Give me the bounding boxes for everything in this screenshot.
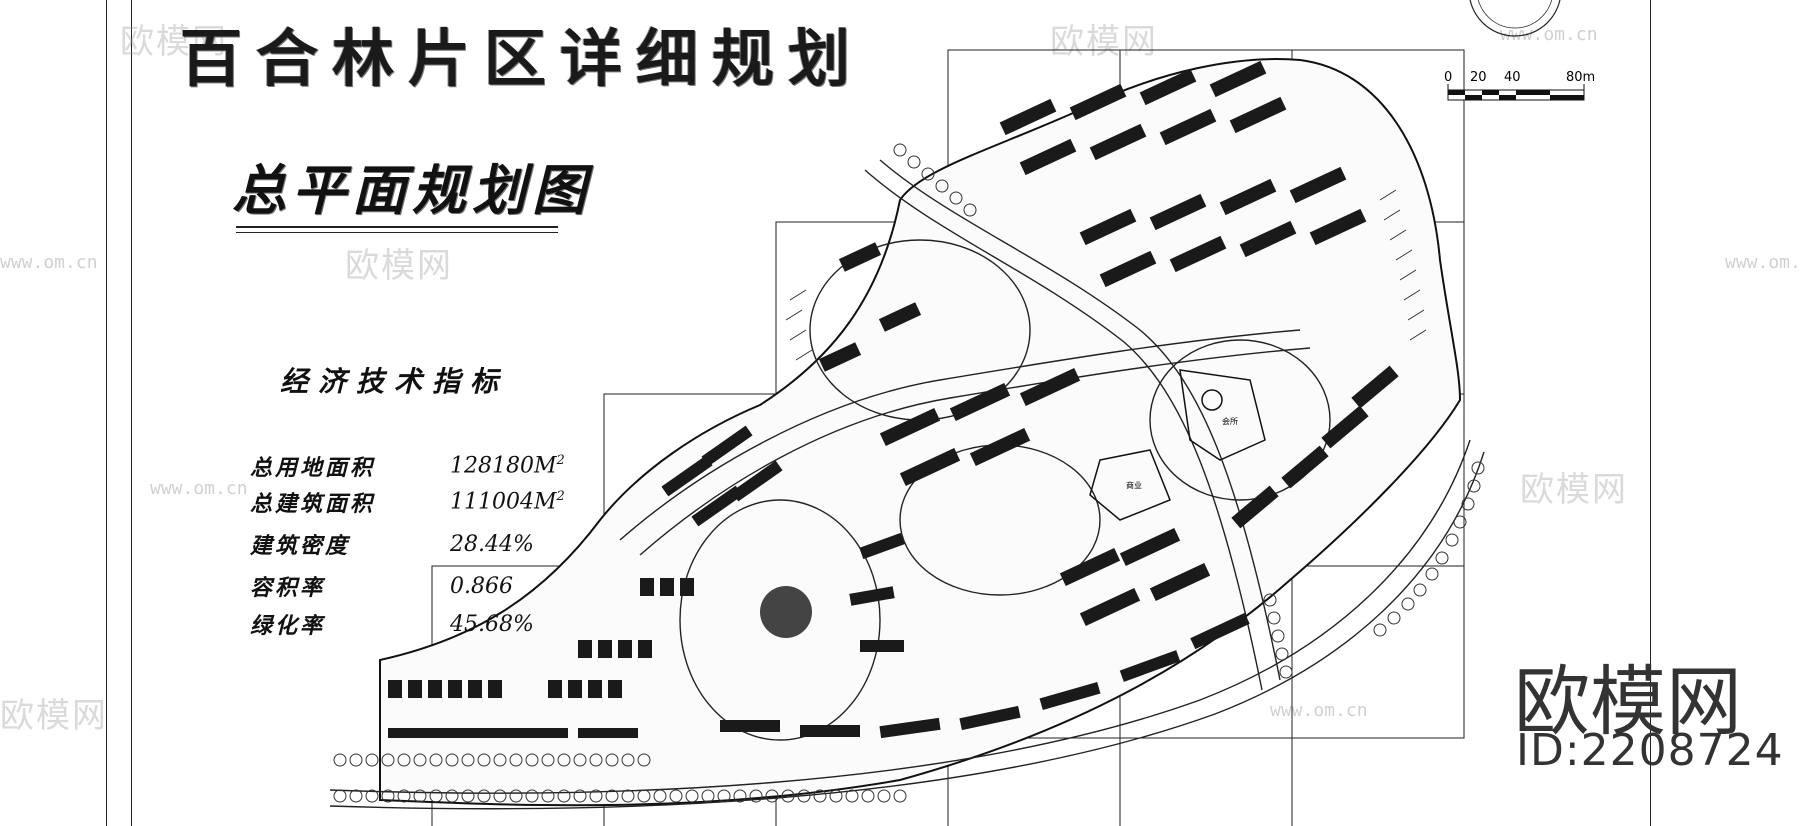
watermark-url: www.om.cn (1500, 24, 1598, 45)
drawing-subtitle: 总平面规划图 (232, 158, 592, 222)
townhouse-cluster (388, 578, 694, 738)
subtitle-underline (236, 232, 558, 233)
watermark-text: 欧模网 (120, 22, 228, 62)
scale-tick-label: 0 (1444, 70, 1452, 85)
scale-bar: 0 20 40 80m (1444, 70, 1595, 101)
frame-line-left-inner (131, 0, 132, 826)
watermark-text: 欧模网 (1520, 470, 1628, 510)
indicator-row: 总用地面积 128180M2 (250, 448, 565, 484)
watermark-text: 欧模网 (1050, 22, 1158, 62)
scale-tick-label: 80m (1566, 70, 1595, 85)
watermark-url: www.om.cn (1725, 252, 1800, 273)
indicator-row: 总建筑面积 111004M2 (250, 484, 565, 520)
indicator-value: 111004M2 (450, 489, 565, 515)
watermark-text: 欧模网 (0, 696, 108, 736)
subtitle-underline (236, 226, 558, 228)
building-blocks (661, 60, 1399, 739)
frame-line-left (106, 0, 107, 826)
site-boundary (379, 58, 1462, 807)
indicator-label: 绿化率 (250, 613, 326, 639)
indicators-heading: 经济技术指标 (280, 365, 509, 398)
watermark-url: www.om.cn (150, 478, 248, 499)
page-title: 百合林片区详细规划 (180, 22, 865, 95)
model-id: ID:2208724 (1516, 725, 1784, 776)
brand-logo-text: 欧模网 (1514, 657, 1742, 746)
indicator-row: 建筑密度 28.44% (250, 526, 534, 562)
tree-row (333, 143, 1485, 803)
north-arrow-icon (1469, 0, 1561, 37)
central-plaza (760, 586, 812, 638)
indicator-value: 45.68% (450, 611, 534, 637)
indicator-label: 总用地面积 (250, 455, 376, 481)
indicator-row: 容积率 0.866 (250, 568, 513, 604)
vegetation-hatching (785, 189, 1427, 361)
frame-line-right (1650, 0, 1651, 826)
plan-label-commercial: 商业 (1126, 480, 1142, 490)
indicator-label: 建筑密度 (250, 533, 351, 559)
indicator-value: 0.866 (450, 573, 513, 599)
road-network (329, 159, 1485, 810)
indicator-label: 总建筑面积 (250, 491, 376, 517)
watermark-url: www.om.cn (1270, 700, 1368, 721)
scale-tick-label: 40 (1504, 70, 1521, 85)
watermark-text: 欧模网 (345, 246, 453, 286)
indicator-value: 128180M2 (450, 453, 565, 479)
scale-tick-label: 20 (1470, 70, 1487, 85)
plan-label-clubhouse: 会所 (1222, 416, 1238, 426)
watermark-url: www.om.cn (0, 252, 98, 273)
indicator-row: 绿化率 45.68% (250, 606, 534, 642)
indicator-label: 容积率 (250, 575, 326, 601)
clubhouse-footprint (1179, 369, 1266, 461)
indicator-value: 28.44% (450, 531, 534, 557)
commercial-footprint (1089, 449, 1171, 521)
